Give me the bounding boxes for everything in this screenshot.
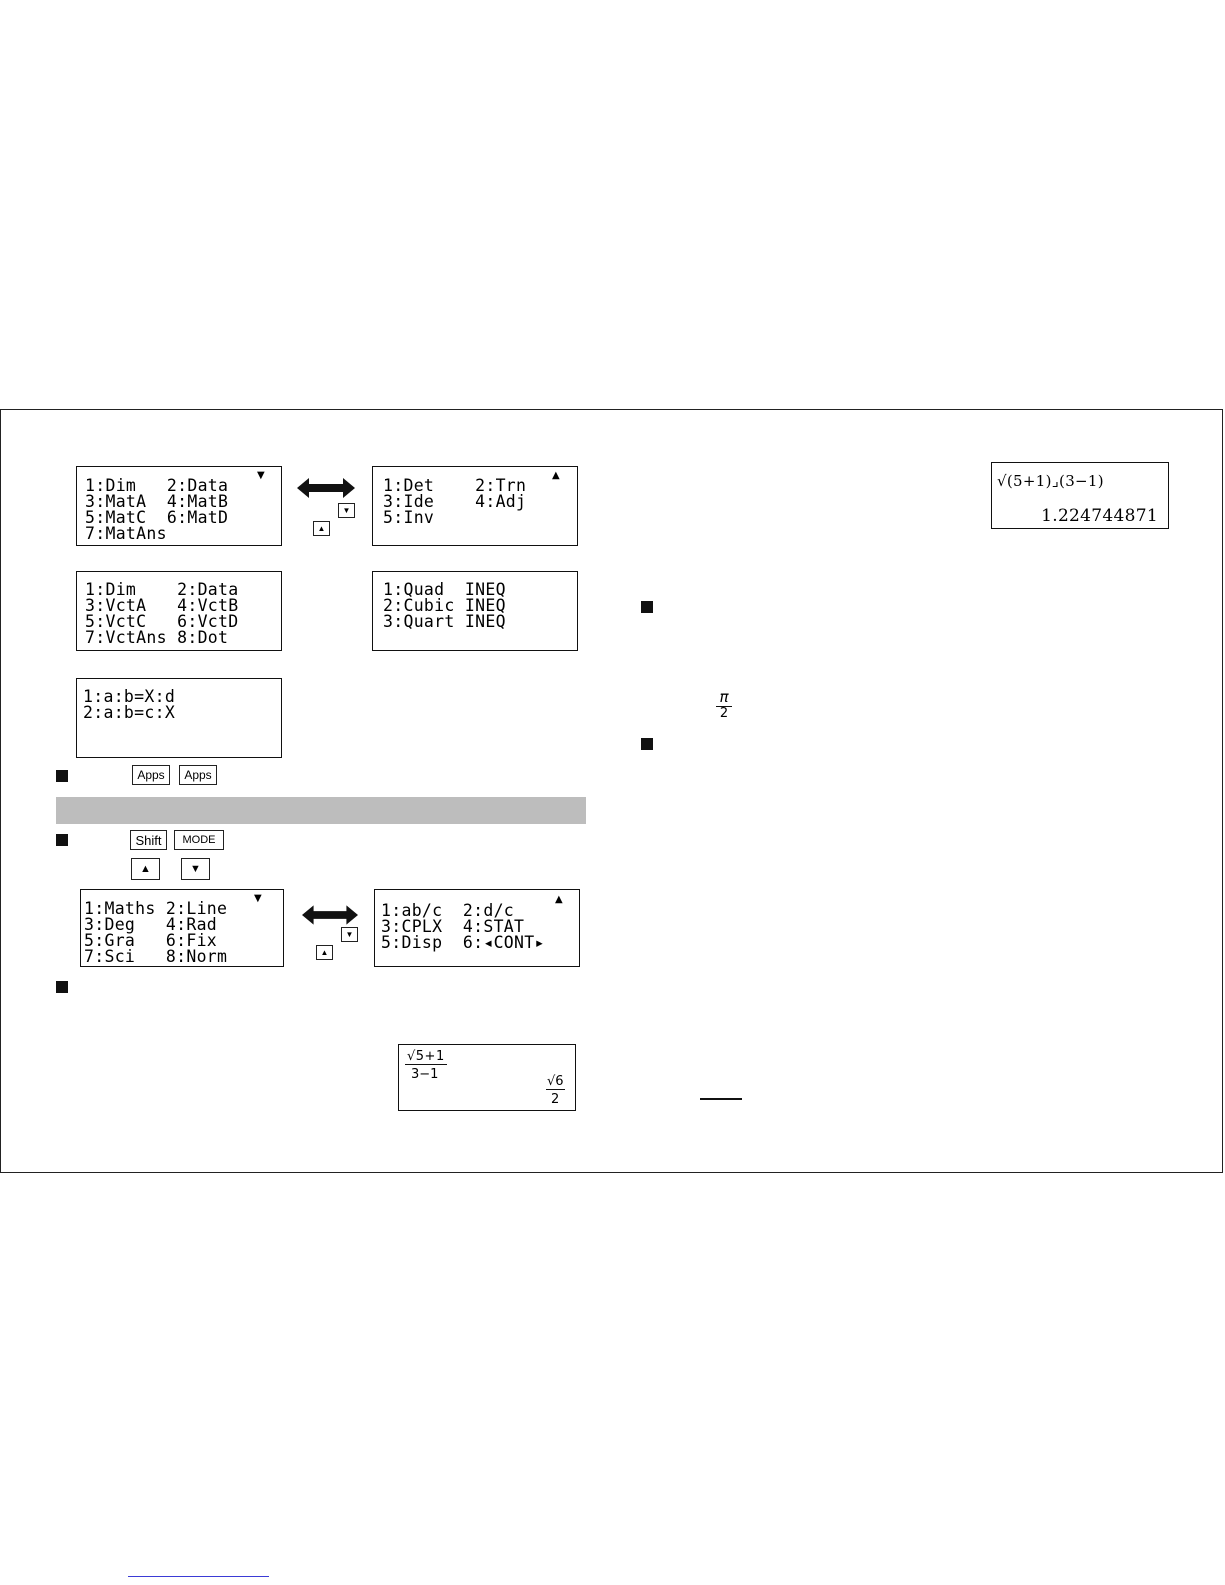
- pi-fraction-denominator: 2: [719, 706, 729, 721]
- mode-key[interactable]: MODE: [174, 830, 224, 850]
- shift-key[interactable]: Shift: [130, 830, 167, 850]
- lcd-line: 5:Gra 6:Fix: [84, 931, 218, 950]
- lcd-line: 3:MatA 4:MatB: [85, 492, 229, 511]
- up-key[interactable]: ▲: [316, 945, 333, 960]
- lcd-line: 1:ab/c 2:d/c: [381, 901, 515, 920]
- up-key[interactable]: ▲: [131, 858, 160, 880]
- lcd-line: 3:Ide 4:Adj: [383, 492, 527, 511]
- lcd-maths-display: √5+1 3−1 √6 2: [398, 1044, 576, 1111]
- down-arrow-icon: ▼: [345, 930, 354, 939]
- lcd-line: 2:Cubic INEQ: [383, 596, 506, 615]
- lcd-line: 3:Deg 4:Rad: [84, 915, 218, 934]
- scroll-down-indicator-icon: ▼: [254, 893, 262, 904]
- lcd-line: 3:Quart INEQ: [383, 612, 506, 631]
- section-bullet: [641, 738, 653, 750]
- lcd-line: 7:Sci 8:Norm: [84, 947, 228, 966]
- up-arrow-icon: ▲: [317, 524, 326, 533]
- lcd-line: 1:Dim 2:Data: [85, 476, 229, 495]
- fraction-bar-line: [700, 1098, 742, 1100]
- result-value: 1.224744871: [1041, 506, 1158, 526]
- up-arrow-icon: ▲: [140, 863, 151, 875]
- lcd-line: 3:CPLX 4:STAT: [381, 917, 525, 936]
- down-key[interactable]: ▼: [181, 858, 210, 880]
- lcd-line: 5:Inv: [383, 508, 435, 527]
- section-header-bar: [56, 797, 586, 824]
- page-frame: [0, 409, 1223, 1173]
- section-bullet: [56, 770, 68, 782]
- lcd-line: 2:a:b=c:X: [83, 703, 176, 722]
- lcd-matrix-menu-page1: 1:Dim 2:Data 3:MatA 4:MatB 5:MatC 6:MatD…: [76, 466, 282, 546]
- lcd-line: 7:VctAns 8:Dot: [85, 628, 229, 647]
- scroll-down-indicator-icon: ▼: [257, 470, 265, 481]
- lcd-setup-menu-page1: 1:Maths 2:Line 3:Deg 4:Rad 5:Gra 6:Fix 7…: [80, 889, 284, 967]
- down-arrow-icon: ▼: [190, 863, 201, 875]
- up-arrow-icon: ▲: [320, 948, 329, 957]
- lcd-line: 5:MatC 6:MatD: [85, 508, 229, 527]
- lcd-line-display: √(5+1)⌟(3−1) 1.224744871: [991, 462, 1169, 529]
- expression-numerator: √5+1: [405, 1049, 447, 1065]
- lcd-line: 3:VctA 4:VctB: [85, 596, 239, 615]
- lcd-vector-menu: 1:Dim 2:Data 3:VctA 4:VctB 5:VctC 6:VctD…: [76, 571, 282, 651]
- section-bullet: [56, 981, 68, 993]
- lcd-matrix-menu-page2: 1:Det 2:Trn 3:Ide 4:Adj 5:Inv ▲: [372, 466, 578, 546]
- lcd-ratio-menu: 1:a:b=X:d 2:a:b=c:X: [76, 678, 282, 758]
- section-bullet: [641, 601, 653, 613]
- down-key[interactable]: ▼: [341, 927, 358, 942]
- lcd-line: 5:VctC 6:VctD: [85, 612, 239, 631]
- double-arrow-icon: [297, 478, 355, 498]
- expression-line: √(5+1)⌟(3−1): [997, 472, 1104, 490]
- result-denominator: 2: [551, 1092, 560, 1107]
- up-key[interactable]: ▲: [313, 521, 330, 536]
- lcd-line: 1:Quad INEQ: [383, 580, 506, 599]
- pi-fraction-numerator: π: [716, 688, 732, 707]
- scroll-up-indicator-icon: ▲: [555, 894, 563, 905]
- down-key[interactable]: ▼: [338, 503, 355, 518]
- lcd-line: 7:MatAns: [85, 524, 167, 543]
- apps-key[interactable]: Apps: [132, 765, 170, 785]
- lcd-line: 1:Dim 2:Data: [85, 580, 239, 599]
- lcd-line: 1:Det 2:Trn: [383, 476, 527, 495]
- double-arrow-icon: [302, 905, 358, 925]
- scroll-up-indicator-icon: ▲: [552, 470, 560, 481]
- lcd-setup-menu-page2: 1:ab/c 2:d/c 3:CPLX 4:STAT 5:Disp 6:◂CON…: [374, 889, 580, 967]
- expression-denominator: 3−1: [411, 1067, 439, 1082]
- lcd-inequality-menu: 1:Quad INEQ 2:Cubic INEQ 3:Quart INEQ: [372, 571, 578, 651]
- lcd-line: 1:Maths 2:Line: [84, 899, 228, 918]
- lcd-line: 1:a:b=X:d: [83, 687, 176, 706]
- result-numerator: √6: [546, 1074, 565, 1090]
- apps-key[interactable]: Apps: [179, 765, 217, 785]
- down-arrow-icon: ▼: [342, 506, 351, 515]
- lcd-line: 5:Disp 6:◂CONT▸: [381, 933, 545, 952]
- link-underline[interactable]: [128, 1576, 269, 1577]
- section-bullet: [56, 834, 68, 846]
